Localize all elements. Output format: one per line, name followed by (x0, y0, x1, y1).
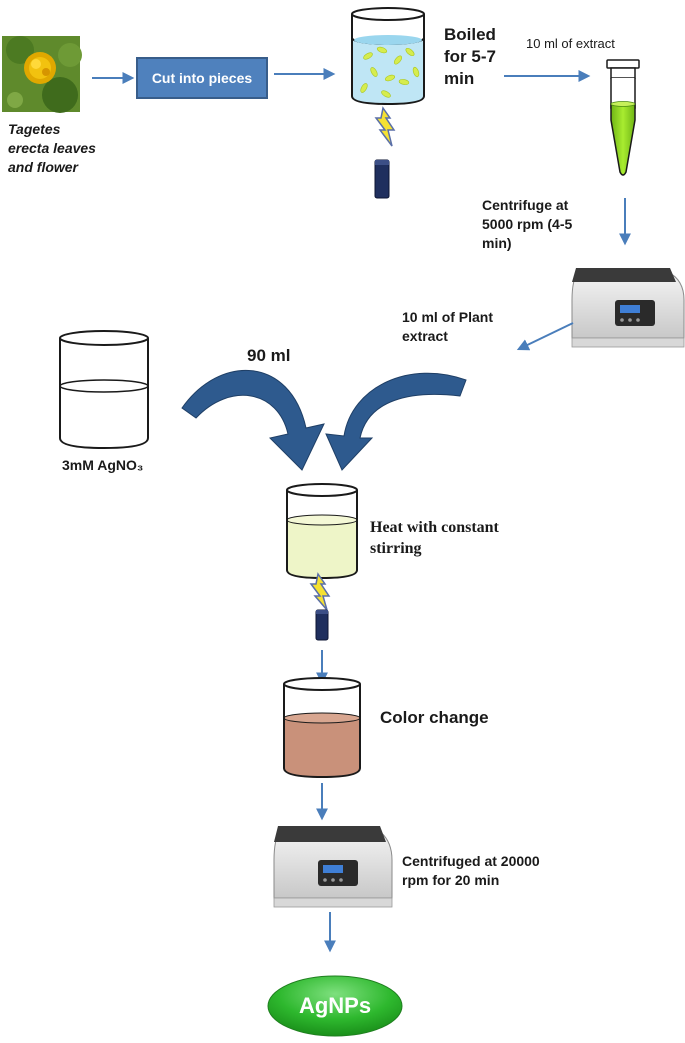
extract-tube-icon (606, 59, 640, 176)
curved-arrow-agno3 (181, 369, 325, 471)
volume-90ml-label: 90 ml (247, 346, 291, 365)
centrifuge-2-label: Centrifuged at 20000 rpm for 20 min (402, 853, 540, 888)
burner-flame-icon (374, 106, 396, 199)
heat-stirring-label: Heat with constant stirring (370, 519, 499, 557)
agno3-label: 3mM AgNO₃ (62, 457, 144, 473)
marigold-flower-image (2, 36, 82, 113)
boiled-label: Boiled for 5-7 min (444, 25, 496, 88)
heat-beaker (286, 483, 358, 580)
boiling-beaker (351, 7, 425, 106)
source-label: Tagetes erecta leaves and flower (8, 121, 96, 175)
centrifuge-1-icon (571, 268, 685, 348)
agnps-label: AgNPs (298, 993, 372, 1018)
heat-flame-icon (309, 572, 331, 641)
agnps-ellipse (267, 975, 403, 1037)
cut-into-pieces-label: Cut into pieces (151, 70, 253, 86)
agno3-beaker (59, 330, 149, 450)
arrow-plant-extract (516, 322, 574, 351)
color-change-label: Color change (380, 708, 489, 727)
centrifuge-2-icon (273, 826, 393, 908)
centrifuge-1-label: Centrifuge at 5000 rpm (4-5 min) (482, 197, 573, 251)
plant-extract-label: 10 ml of Plant extract (402, 309, 494, 344)
curved-arrow-extract (325, 372, 467, 471)
color-change-beaker (283, 677, 361, 779)
extract-volume-label: 10 ml of extract (526, 36, 615, 51)
cut-into-pieces-box (136, 57, 268, 99)
